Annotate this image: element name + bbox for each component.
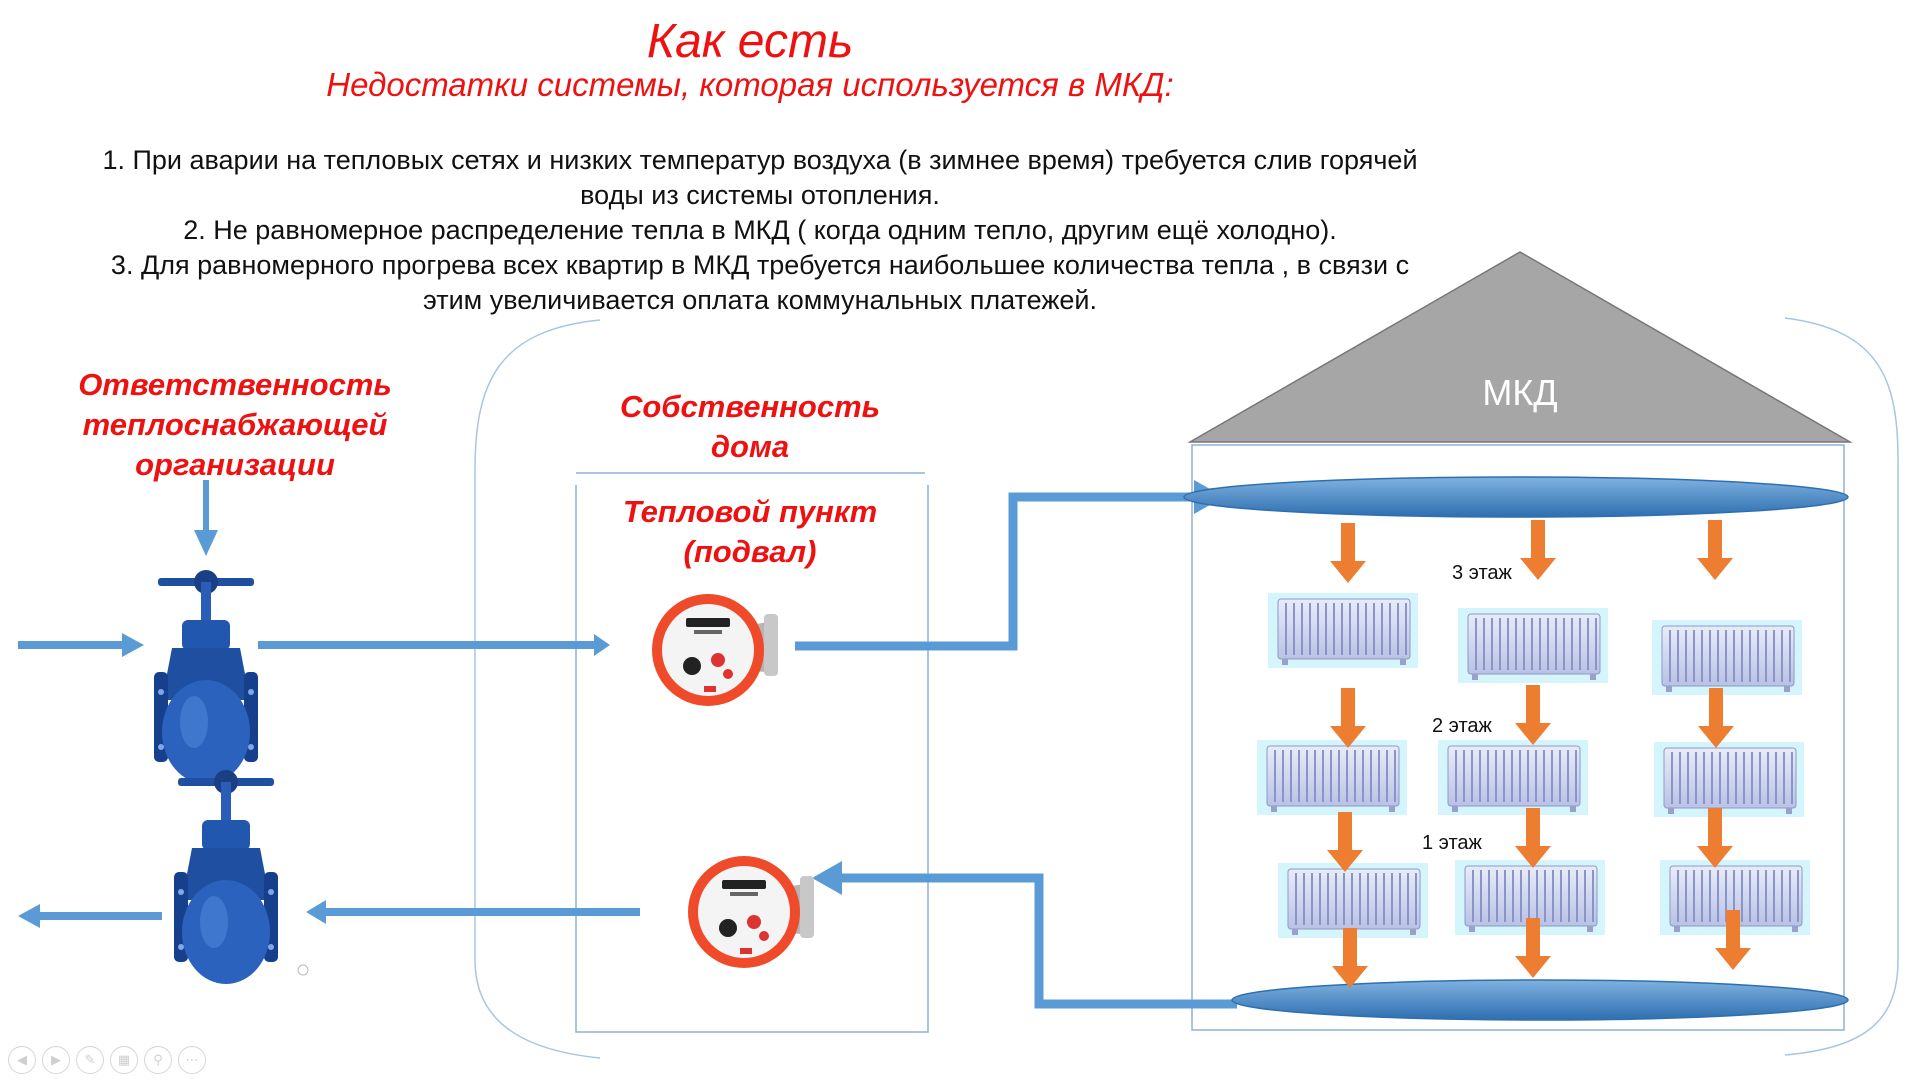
meter-return-icon — [688, 856, 814, 968]
drawback-line: 1. При аварии на тепловых сетях и низких… — [102, 145, 1418, 175]
supply-arrow-in — [18, 633, 144, 657]
house-property-label: Собственность дома — [575, 387, 925, 467]
label-line: теплоснабжающей — [82, 407, 388, 442]
radiator-icon — [1653, 741, 1805, 818]
heat-point-label: Тепловой пункт (подвал) — [575, 492, 925, 572]
supply-pipe — [795, 492, 1208, 651]
roof — [1187, 251, 1853, 443]
flow-arrow — [1515, 808, 1551, 868]
next-icon[interactable]: ▶ — [42, 1046, 70, 1074]
drawbacks-list: 1. При аварии на тепловых сетях и низких… — [40, 143, 1480, 318]
flow-arrow — [1330, 688, 1366, 748]
drawback-line: воды из системы отопления. — [580, 180, 940, 210]
supplier-down-arrow — [194, 480, 218, 556]
flow-arrow — [1520, 520, 1556, 580]
radiator-icon — [1277, 862, 1429, 939]
radiator-icon — [1437, 739, 1589, 816]
building-label: МКД — [1482, 372, 1558, 413]
label-line: дома — [710, 429, 790, 464]
more-icon[interactable]: ⋯ — [178, 1046, 206, 1074]
label-line: организации — [135, 447, 335, 482]
label-line: (подвал) — [683, 534, 817, 569]
label-line: Собственность — [619, 389, 881, 424]
floor-3-label: 3 этаж — [1452, 562, 1512, 584]
drawback-line: 2. Не равномерное распределение тепла в … — [183, 215, 1337, 245]
return-pipe — [838, 873, 1237, 1009]
return-arrow-from-meter — [306, 900, 640, 924]
zoom-icon[interactable]: ⚲ — [144, 1046, 172, 1074]
floor-2-label: 2 этаж — [1432, 715, 1492, 737]
floor-1-label: 1 этаж — [1422, 832, 1482, 854]
label-line: Тепловой пункт — [622, 494, 878, 529]
flow-arrow — [1515, 685, 1551, 745]
building-frame — [1191, 444, 1845, 1031]
pen-icon[interactable]: ✎ — [76, 1046, 104, 1074]
page-title: Как есть — [646, 15, 854, 68]
distributor-bottom — [1231, 979, 1849, 1021]
radiator-icon — [1457, 607, 1609, 684]
flow-arrow — [1698, 688, 1734, 748]
meter-supply-icon — [652, 594, 778, 706]
drawback-line: этим увеличивается оплата коммунальных п… — [423, 285, 1097, 315]
slides-icon[interactable]: ▦ — [110, 1046, 138, 1074]
building-bracket — [1784, 317, 1899, 1056]
label-line: Ответственность — [78, 367, 392, 402]
return-arrow-out — [18, 904, 162, 928]
drawback-line: 3. Для равномерного прогрева всех кварти… — [110, 250, 1410, 280]
page-subtitle: Недостатки системы, которая используется… — [326, 66, 1174, 103]
supply-arrow-to-meter — [258, 634, 610, 656]
supplier-responsibility-label: Ответственность теплоснабжающей организа… — [40, 365, 430, 485]
flow-arrow — [1697, 520, 1733, 580]
radiator-icon — [1256, 739, 1408, 816]
radiator-icon — [1651, 619, 1803, 696]
property-bracket — [474, 319, 601, 1059]
slideshow-controls: ◀ ▶ ✎ ▦ ⚲ ⋯ — [8, 1046, 206, 1074]
valve-return-icon — [174, 770, 278, 984]
anchor-mark — [297, 964, 309, 976]
heat-point-box — [575, 472, 929, 1033]
distributor-top — [1183, 476, 1849, 518]
prev-icon[interactable]: ◀ — [8, 1046, 36, 1074]
return-pipe-head — [812, 861, 842, 895]
radiator-icon — [1267, 592, 1419, 669]
flow-arrow — [1330, 523, 1366, 583]
valve-supply-icon — [154, 570, 258, 784]
